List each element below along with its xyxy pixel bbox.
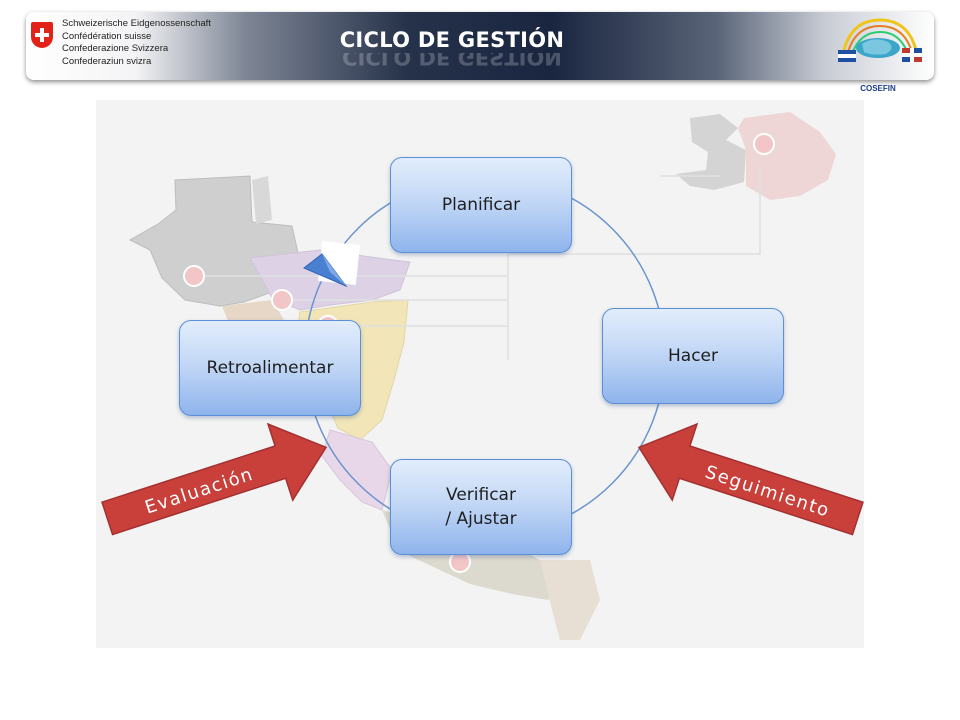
header-bar xyxy=(26,12,934,80)
page-title: CICLO DE GESTIÓN xyxy=(339,28,565,52)
swiss-name-line: Schweizerische Eidgenossenschaft xyxy=(62,18,211,29)
swiss-federation-names: Schweizerische Eidgenossenschaft Confédé… xyxy=(62,18,211,68)
step-label: Hacer xyxy=(668,346,718,366)
swiss-name-line: Confederaziun svizra xyxy=(62,55,152,67)
step-hacer: Hacer xyxy=(602,308,784,404)
step-verificar-ajustar: Verificar / Ajustar xyxy=(390,459,572,555)
cosefin-logo-text: COSEFIN xyxy=(860,84,896,93)
step-label: Verificar / Ajustar xyxy=(445,485,517,529)
step-label: Retroalimentar xyxy=(206,358,334,378)
swiss-name-line: Confederazione Svizzera xyxy=(62,43,169,54)
step-label: Planificar xyxy=(441,195,521,215)
cycle-direction-chevron-icon xyxy=(303,241,360,288)
swiss-flag-icon xyxy=(31,22,53,48)
swiss-name-line: Confédération suisse xyxy=(62,30,152,42)
seguimiento-arrow: Seguimiento xyxy=(637,422,864,536)
cosefin-logo-icon xyxy=(838,18,922,62)
step-retroalimentar: Retroalimentar xyxy=(179,320,361,416)
evaluacion-arrow: Evaluación xyxy=(101,422,328,536)
step-planificar: Planificar xyxy=(390,157,572,253)
